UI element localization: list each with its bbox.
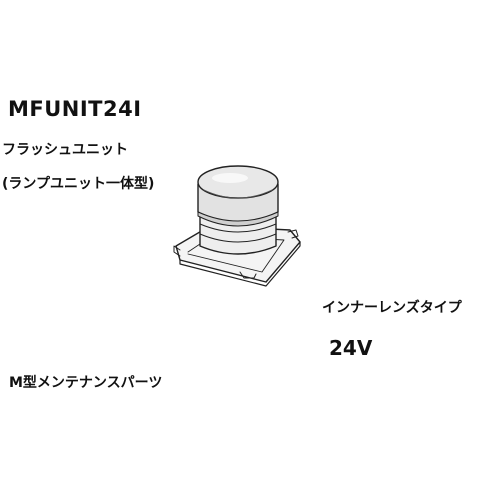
body-ring-1 (199, 223, 277, 233)
base-plate-edge (179, 241, 301, 287)
product-name: フラッシュユニット (2, 142, 128, 158)
cap-rim (197, 211, 279, 227)
voltage-label: 24V (329, 336, 373, 360)
base-tab-bottom (239, 271, 257, 279)
model-number: MFUNIT24I (8, 97, 142, 121)
category-label: M型メンテナンスパーツ (9, 375, 163, 391)
product-subtitle: (ランプユニット一体型) (2, 176, 155, 192)
base-tab-left (173, 245, 181, 257)
flash-unit-image (173, 165, 301, 287)
cap-shade (203, 189, 273, 199)
cap-highlight (212, 173, 248, 183)
body-ring-2 (199, 233, 277, 243)
lens-type-label: インナーレンズタイプ (322, 300, 462, 316)
body-lower (199, 215, 277, 255)
base-tab-right (287, 229, 299, 239)
